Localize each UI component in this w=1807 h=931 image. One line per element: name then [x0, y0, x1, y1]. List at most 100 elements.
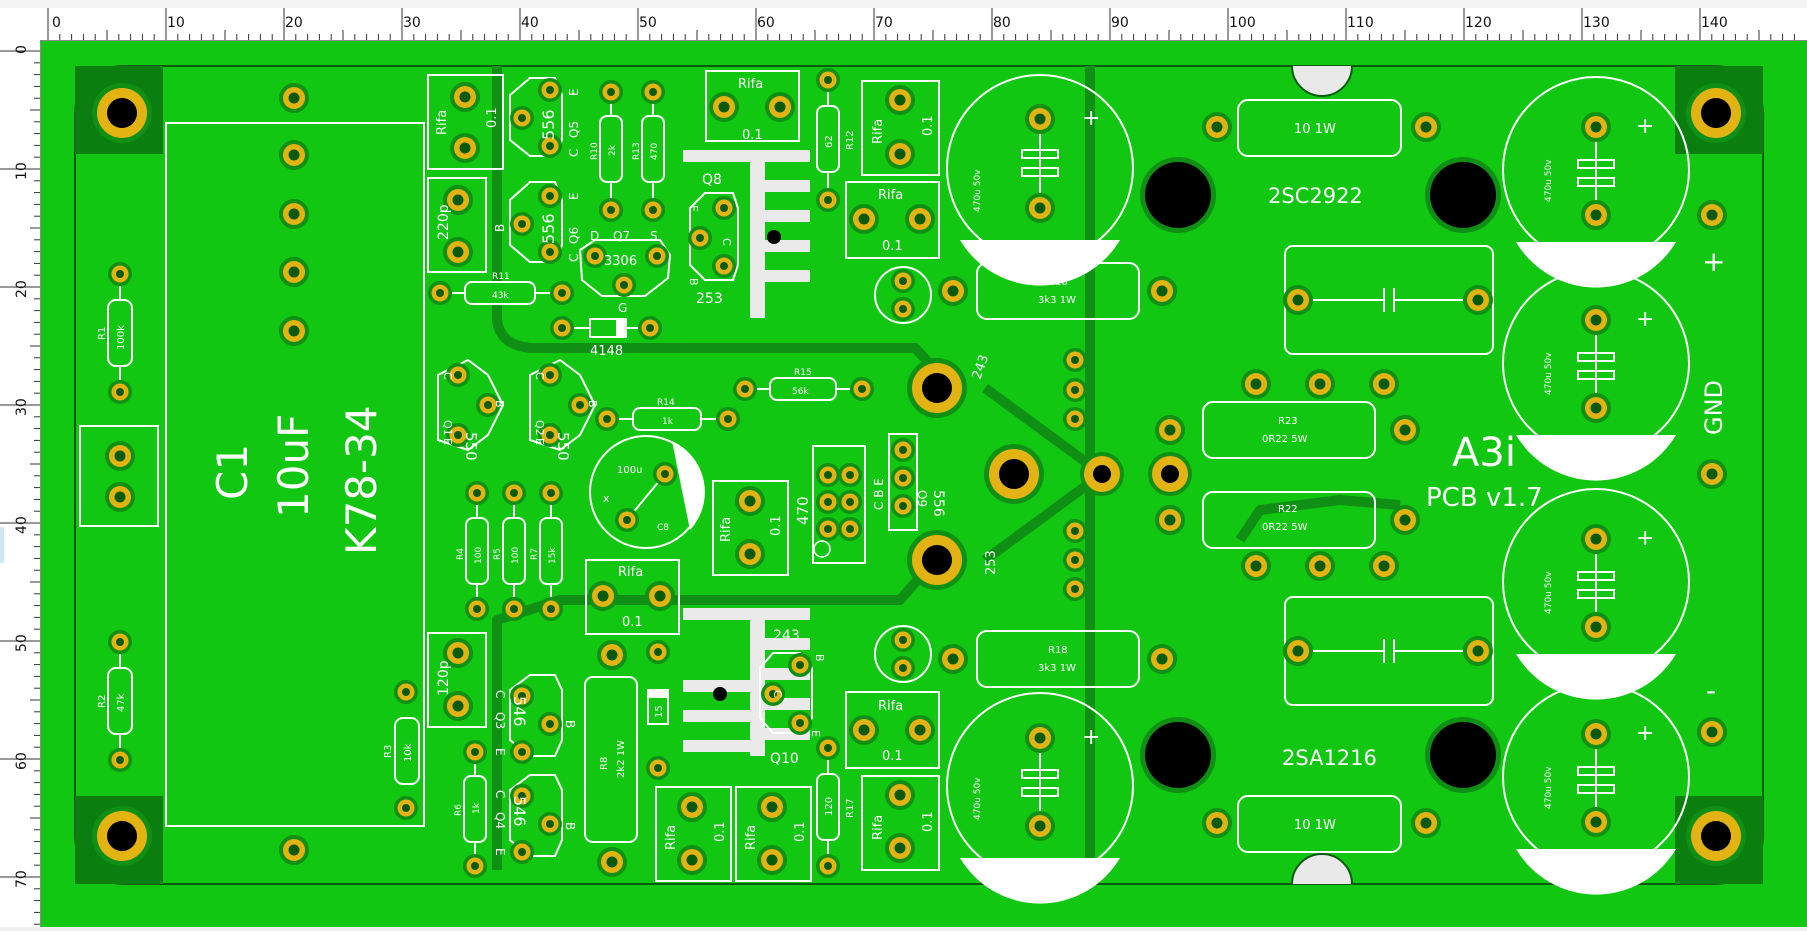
ruler-top-label-130: 130 [1583, 15, 1610, 31]
rifa-cap-top-right[interactable]: Rifa 0.1 [861, 80, 940, 176]
transistor-q4[interactable]: 546 Q4 C E B [493, 774, 577, 864]
rifa-label-4: Rifa [878, 188, 903, 203]
diode-4148[interactable]: 4148 [550, 316, 662, 359]
r5-value: 100 [511, 547, 521, 564]
resistor-r7[interactable]: R7 15k [530, 481, 563, 621]
pcb-canvas[interactable]: C1 10uF K78-34 R1 100k R2 47k R3 10k Rif… [41, 41, 1807, 927]
resistor-r6[interactable]: R6 1k [454, 740, 487, 878]
film-cap-top[interactable] [1283, 245, 1494, 355]
resistor-r13[interactable]: R13 470 [632, 80, 665, 222]
resistor-r5[interactable]: R5 100 [493, 481, 526, 621]
resistor-r12[interactable]: 62 R12 [816, 68, 856, 212]
power-terminal-plus[interactable]: + [1697, 200, 1727, 278]
rifa-cap-mid[interactable]: Rifa 0.1 [712, 480, 789, 576]
diode-label: 4148 [590, 344, 623, 359]
q4-pin-e: E [493, 848, 507, 856]
rifa-cap-top-left[interactable]: Rifa 0.1 [427, 74, 504, 170]
ruler-left-label-20: 20 [14, 280, 30, 298]
capacitor-470u-top-center[interactable]: + 470u 50v [946, 74, 1134, 286]
transistor-q2[interactable]: 550 Q2 C E B [529, 358, 599, 461]
q8-pin-e: E [687, 205, 700, 212]
horizontal-ruler[interactable]: 0 10 20 30 40 50 60 70 80 90 100 110 120… [0, 8, 1807, 41]
capacitor-470u-bottom-center[interactable]: + 470u 50v [946, 692, 1134, 904]
ruler-left-label-50: 50 [14, 634, 30, 652]
capacitor-470u-right-1[interactable]: + 470u 50v [1502, 76, 1690, 288]
rifa-cap-lower-right[interactable]: Rifa 0.1 [845, 691, 940, 769]
rifa-cap-top-center[interactable]: Rifa 0.1 [705, 70, 800, 143]
rifa-label-5: Rifa [719, 517, 734, 542]
transistor-q9[interactable]: C B E 556 Q9 [872, 433, 946, 531]
transistor-q1[interactable]: 550 Q1 C E B [437, 358, 506, 461]
transistor-q7[interactable]: D Q7 S 3306 G [578, 229, 672, 315]
resistor-r3[interactable]: R3 10k [383, 680, 420, 820]
rifa-cap-bottom-right[interactable]: Rifa 0.1 [861, 775, 940, 871]
capacitor-470u-right-2[interactable]: + 470u 50v [1502, 269, 1690, 481]
resistor-r22[interactable]: R22 0R22 5W [1155, 491, 1420, 549]
r6-value: 1k [472, 802, 482, 814]
cap-r4-value: 470u 50v [1544, 766, 1554, 809]
cap-top-center-plus: + [1082, 106, 1100, 131]
input-connector[interactable] [79, 425, 159, 527]
resistor-15-small[interactable]: 15 [646, 640, 670, 780]
resistor-r23[interactable]: R23 0R22 5W [1155, 401, 1420, 459]
cap-r1-value: 470u 50v [1544, 159, 1554, 202]
q1-type: 550 [462, 432, 480, 461]
power-terminal-gnd[interactable]: GND [1697, 380, 1728, 489]
vertical-ruler-ticks [0, 50, 40, 925]
resistor-r18[interactable]: R18 3k3 1W [938, 630, 1177, 688]
resistor-r10[interactable]: R10 2k [590, 80, 623, 222]
resistor-r1[interactable]: R1 100k [97, 262, 133, 404]
svg-text:15: 15 [654, 705, 665, 718]
q7-pin-g: G [618, 301, 627, 315]
bias-sensor-bottom[interactable] [874, 625, 932, 683]
horizontal-ruler-labels: 0 10 20 30 40 50 60 70 80 90 100 110 120… [52, 15, 1728, 31]
ruler-top-label-50: 50 [639, 15, 657, 31]
r3-value: 10k [403, 743, 414, 762]
r4-value: 100 [474, 547, 484, 564]
transistor-q6[interactable]: 556 Q6 C E B [493, 181, 581, 264]
resistor-r8[interactable]: R8 2k2 1W [584, 640, 638, 877]
resistor-r16[interactable]: R16 3k3 1W [938, 262, 1177, 320]
r3-ref: R3 [383, 745, 394, 758]
capacitor-120p[interactable]: 120p [427, 632, 487, 728]
resistor-r17[interactable]: 120 R17 [816, 736, 856, 878]
q2-pin-b: B [586, 400, 599, 408]
capacitor-220p[interactable]: 220p [427, 177, 487, 273]
power-terminal-minus[interactable]: - [1697, 674, 1727, 747]
resistor-r4[interactable]: R4 100 [456, 481, 489, 621]
q8-pin-b: B [687, 278, 700, 286]
capacitor-c8[interactable]: 100u C8 x [589, 435, 705, 549]
resistor-r2[interactable]: R2 47k [97, 630, 133, 772]
bias-sensor-top[interactable] [874, 266, 932, 324]
resistor-r14[interactable]: R14 1k [595, 398, 740, 431]
resistor-10-1w-bottom[interactable]: 10 1W [1202, 795, 1441, 853]
r23-ref: R23 [1278, 416, 1298, 427]
output-pad-rows [1148, 369, 1399, 581]
capacitor-470u-right-3[interactable]: + 470u 50v [1502, 488, 1690, 700]
output-transistor-bottom-label: 2SA1216 [1282, 746, 1377, 770]
rifa-cap-lower-left[interactable]: Rifa 0.1 [585, 559, 680, 635]
rifa-cap-mid-right[interactable]: Rifa 0.1 [845, 181, 940, 259]
pcb-board-svg[interactable]: C1 10uF K78-34 R1 100k R2 47k R3 10k Rif… [41, 41, 1807, 927]
rifa-value-7: 0.1 [713, 821, 728, 842]
resistor-10-1w-top[interactable]: 10 1W [1202, 99, 1441, 157]
resistor-r15[interactable]: R15 56k [733, 368, 874, 401]
capacitor-c1[interactable]: C1 10uF K78-34 [165, 83, 425, 865]
q3-type: 546 [510, 696, 529, 727]
capacitor-470u-right-4[interactable]: + 470u 50v [1502, 683, 1690, 895]
trimmer-470[interactable]: 470 [794, 445, 866, 564]
transistor-q3[interactable]: 546 Q3 C E B [493, 674, 577, 764]
film-cap-bottom[interactable] [1283, 596, 1494, 706]
transistor-q5[interactable]: 556 Q5 C E [509, 77, 581, 158]
vertical-ruler[interactable]: 0 10 20 30 40 50 60 70 [0, 40, 41, 927]
cap-r4-plus: + [1636, 721, 1654, 746]
ruler-top-label-100: 100 [1229, 15, 1256, 31]
rifa-cap-bottom-1[interactable]: Rifa 0.1 [655, 786, 732, 882]
ruler-top-label-0: 0 [52, 15, 61, 31]
resistor-r11[interactable]: R11 43k [428, 272, 574, 305]
cap-r3-plus: + [1636, 526, 1654, 551]
c1-type: K78-34 [337, 405, 386, 555]
r1-value: 100k [116, 325, 127, 350]
q5-pin-e: E [567, 88, 581, 96]
rifa-cap-bottom-2[interactable]: Rifa 0.1 [735, 786, 812, 882]
